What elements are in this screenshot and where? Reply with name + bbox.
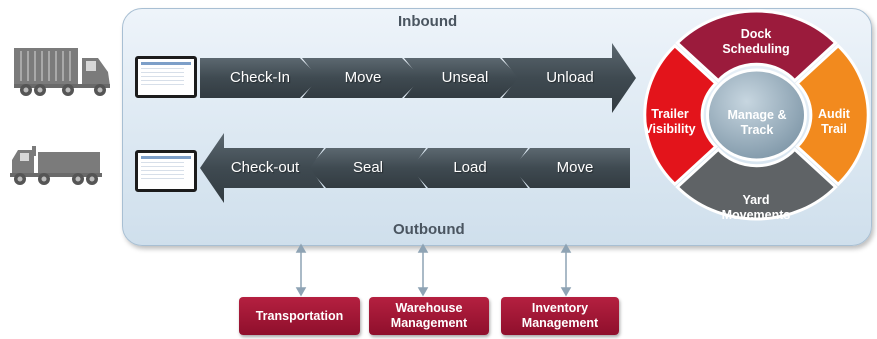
inbound-arrow-unseal [404, 58, 520, 98]
inbound-heading: Inbound [398, 13, 458, 30]
step-unload: Unload [546, 69, 594, 86]
wheel-center [706, 68, 807, 162]
label-dock-scheduling: Dock Scheduling [722, 27, 790, 56]
label-yard-movements: Yard Movements [721, 193, 791, 222]
inbound-arrow-move [302, 58, 422, 98]
step-load: Load [453, 159, 487, 176]
step-check-in: Check-In [229, 69, 291, 86]
inbound-arrow-unload [502, 43, 636, 113]
monitor-icon [135, 56, 197, 98]
segment-trailer-visibility [643, 43, 718, 187]
outbound-heading: Outbound [393, 221, 465, 238]
label-trailer-visibility: Trailer Visibility [644, 107, 696, 136]
segment-dock-scheduling [675, 9, 838, 83]
segment-yard-movements [675, 147, 838, 221]
system-warehouse-management: Warehouse Management [369, 297, 489, 335]
monitor-icon [135, 150, 197, 192]
outbound-arrow-check-out [200, 133, 324, 203]
step-move-outbound: Move [556, 159, 594, 176]
step-seal: Seal [352, 159, 384, 176]
inbound-arrow-check-in [200, 58, 320, 98]
step-check-out: Check-out [230, 159, 300, 176]
step-move-inbound: Move [344, 69, 382, 86]
label-audit-trail: Audit Trail [818, 107, 850, 136]
segment-audit-trail [795, 43, 870, 187]
outbound-arrow-seal [308, 148, 426, 188]
semi-truck-icon [10, 146, 102, 185]
system-inventory-management: Inventory Management [501, 297, 619, 335]
step-unseal: Unseal [441, 69, 489, 86]
label-manage-track: Manage & Track [727, 108, 787, 137]
outbound-arrow-move [512, 148, 630, 188]
outbound-arrow-load [410, 148, 528, 188]
system-transportation: Transportation [239, 297, 360, 335]
container-truck-icon [14, 48, 110, 96]
